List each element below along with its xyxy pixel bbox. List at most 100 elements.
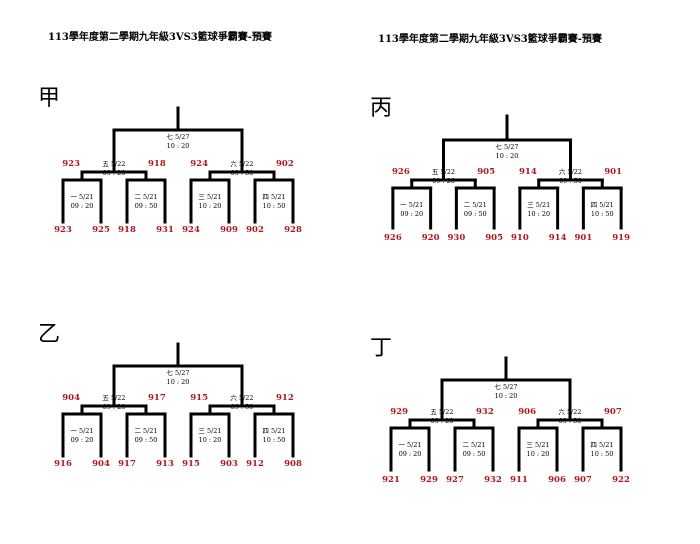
- final-match-time: 10 : 20: [167, 142, 190, 150]
- first-round-team-left: 918: [118, 225, 136, 235]
- first-round-team-left: 901: [575, 233, 593, 243]
- first-round-team-left: 915: [182, 459, 200, 469]
- first-round-match-time: 09 : 20: [400, 210, 423, 218]
- semi-match-label: 六 5/22: [558, 407, 581, 416]
- group-label-ding: 丁: [370, 336, 393, 361]
- first-round-team-right: 906: [548, 475, 566, 485]
- semi-team-right: 912: [276, 393, 294, 403]
- semi-match-time: 09 : 20: [103, 403, 126, 411]
- first-round-match-label: 四 5/21: [262, 193, 285, 201]
- semi-team-right: 902: [276, 159, 294, 169]
- first-round-match-label: 三 5/21: [198, 193, 221, 201]
- first-round-match-label: 三 5/21: [527, 201, 550, 209]
- first-round-team-left: 902: [246, 225, 264, 235]
- semi-match-label: 五 5/22: [102, 160, 125, 168]
- page-title-left: 113學年度第二學期九年級3VS3籃球爭霸賽-預賽: [48, 32, 272, 43]
- first-round-team-right: 922: [612, 475, 630, 485]
- semi-team-left: 929: [390, 407, 408, 417]
- first-round-match-label: 一 5/21: [400, 201, 423, 209]
- semi-match-label: 六 5/22: [559, 167, 582, 176]
- final-match-label: 七 5/27: [166, 132, 189, 141]
- semi-team-right: 918: [148, 159, 166, 169]
- first-round-team-left: 916: [54, 459, 72, 469]
- first-round-match-time: 10 : 20: [199, 202, 222, 210]
- first-round-match-time: 09 : 20: [399, 450, 422, 458]
- semi-team-right: 905: [477, 167, 495, 177]
- first-round-team-right: 932: [484, 475, 502, 485]
- first-round-match-time: 10 : 50: [591, 210, 614, 218]
- first-round-match-time: 09 : 20: [71, 436, 94, 444]
- first-round-match-time: 09 : 50: [463, 450, 486, 458]
- semi-team-left: 904: [62, 393, 80, 403]
- semi-match-time: 09 : 20: [432, 177, 455, 185]
- first-round-match-time: 10 : 20: [527, 450, 550, 458]
- first-round-match-label: 三 5/21: [526, 441, 549, 449]
- first-round-match-time: 09 : 50: [464, 210, 487, 218]
- final-match-label: 七 5/27: [494, 382, 517, 391]
- page-title-right: 113學年度第二學期九年級3VS3籃球爭霸賽-預賽: [378, 34, 602, 45]
- semi-team-left: 906: [518, 407, 536, 417]
- first-round-match-label: 三 5/21: [198, 427, 221, 435]
- first-round-team-right: 903: [220, 459, 238, 469]
- first-round-match-time: 10 : 20: [199, 436, 222, 444]
- first-round-team-left: 907: [574, 475, 592, 485]
- first-round-match-label: 二 5/21: [462, 441, 485, 449]
- first-round-team-right: 928: [284, 225, 302, 235]
- first-round-match-label: 四 5/21: [262, 427, 285, 435]
- semi-team-left: 915: [190, 393, 208, 403]
- final-match-time: 10 : 20: [495, 392, 518, 400]
- first-round-match-time: 09 : 50: [135, 436, 158, 444]
- first-round-team-left: 926: [384, 233, 402, 243]
- first-round-match-time: 10 : 50: [591, 450, 614, 458]
- first-round-team-left: 917: [118, 459, 136, 469]
- group-label-jia: 甲: [38, 86, 61, 111]
- first-round-team-left: 927: [446, 475, 464, 485]
- semi-match-label: 五 5/22: [102, 394, 125, 402]
- first-round-team-right: 931: [156, 225, 174, 235]
- first-round-match-label: 二 5/21: [464, 201, 487, 209]
- semi-team-left: 924: [190, 159, 208, 169]
- first-round-match-label: 二 5/21: [134, 193, 157, 201]
- semi-team-left: 926: [392, 167, 410, 177]
- first-round-match-time: 10 : 50: [263, 436, 286, 444]
- first-round-match-label: 一 5/21: [398, 441, 421, 449]
- semi-team-right: 932: [476, 407, 494, 417]
- group-label-yi: 乙: [38, 322, 61, 347]
- final-match-label: 七 5/27: [166, 368, 189, 377]
- first-round-match-time: 10 : 50: [263, 202, 286, 210]
- first-round-team-left: 930: [448, 233, 466, 243]
- first-round-match-time: 09 : 50: [135, 202, 158, 210]
- first-round-team-right: 925: [92, 225, 110, 235]
- first-round-team-right: 905: [485, 233, 503, 243]
- semi-match-time: 09 : 50: [231, 169, 254, 177]
- final-match-time: 10 : 20: [496, 152, 519, 160]
- semi-team-right: 907: [604, 407, 622, 417]
- semi-match-time: 09 : 50: [559, 177, 582, 185]
- first-round-team-right: 919: [612, 233, 630, 243]
- first-round-team-right: 929: [420, 475, 438, 485]
- first-round-match-label: 一 5/21: [70, 193, 93, 201]
- semi-team-right: 901: [604, 167, 622, 177]
- first-round-team-right: 908: [284, 459, 302, 469]
- first-round-team-left: 923: [54, 225, 72, 235]
- first-round-match-label: 二 5/21: [134, 427, 157, 435]
- first-round-match-label: 四 5/21: [590, 441, 613, 449]
- semi-team-right: 917: [148, 393, 166, 403]
- first-round-match-time: 09 : 20: [71, 202, 94, 210]
- semi-match-time: 09 : 50: [559, 417, 582, 425]
- semi-match-time: 09 : 50: [231, 403, 254, 411]
- semi-match-time: 09 : 20: [431, 417, 454, 425]
- semi-match-time: 09 : 20: [103, 169, 126, 177]
- first-round-match-time: 10 : 20: [527, 210, 550, 218]
- first-round-team-left: 912: [246, 459, 264, 469]
- first-round-team-left: 911: [510, 475, 528, 485]
- first-round-team-right: 920: [422, 233, 440, 243]
- first-round-match-label: 一 5/21: [70, 427, 93, 435]
- first-round-team-left: 921: [382, 475, 400, 485]
- final-match-label: 七 5/27: [495, 142, 518, 151]
- group-label-bing: 丙: [370, 96, 393, 121]
- semi-match-label: 五 5/22: [432, 168, 455, 176]
- semi-match-label: 五 5/22: [430, 408, 453, 416]
- semi-match-label: 六 5/22: [230, 393, 253, 402]
